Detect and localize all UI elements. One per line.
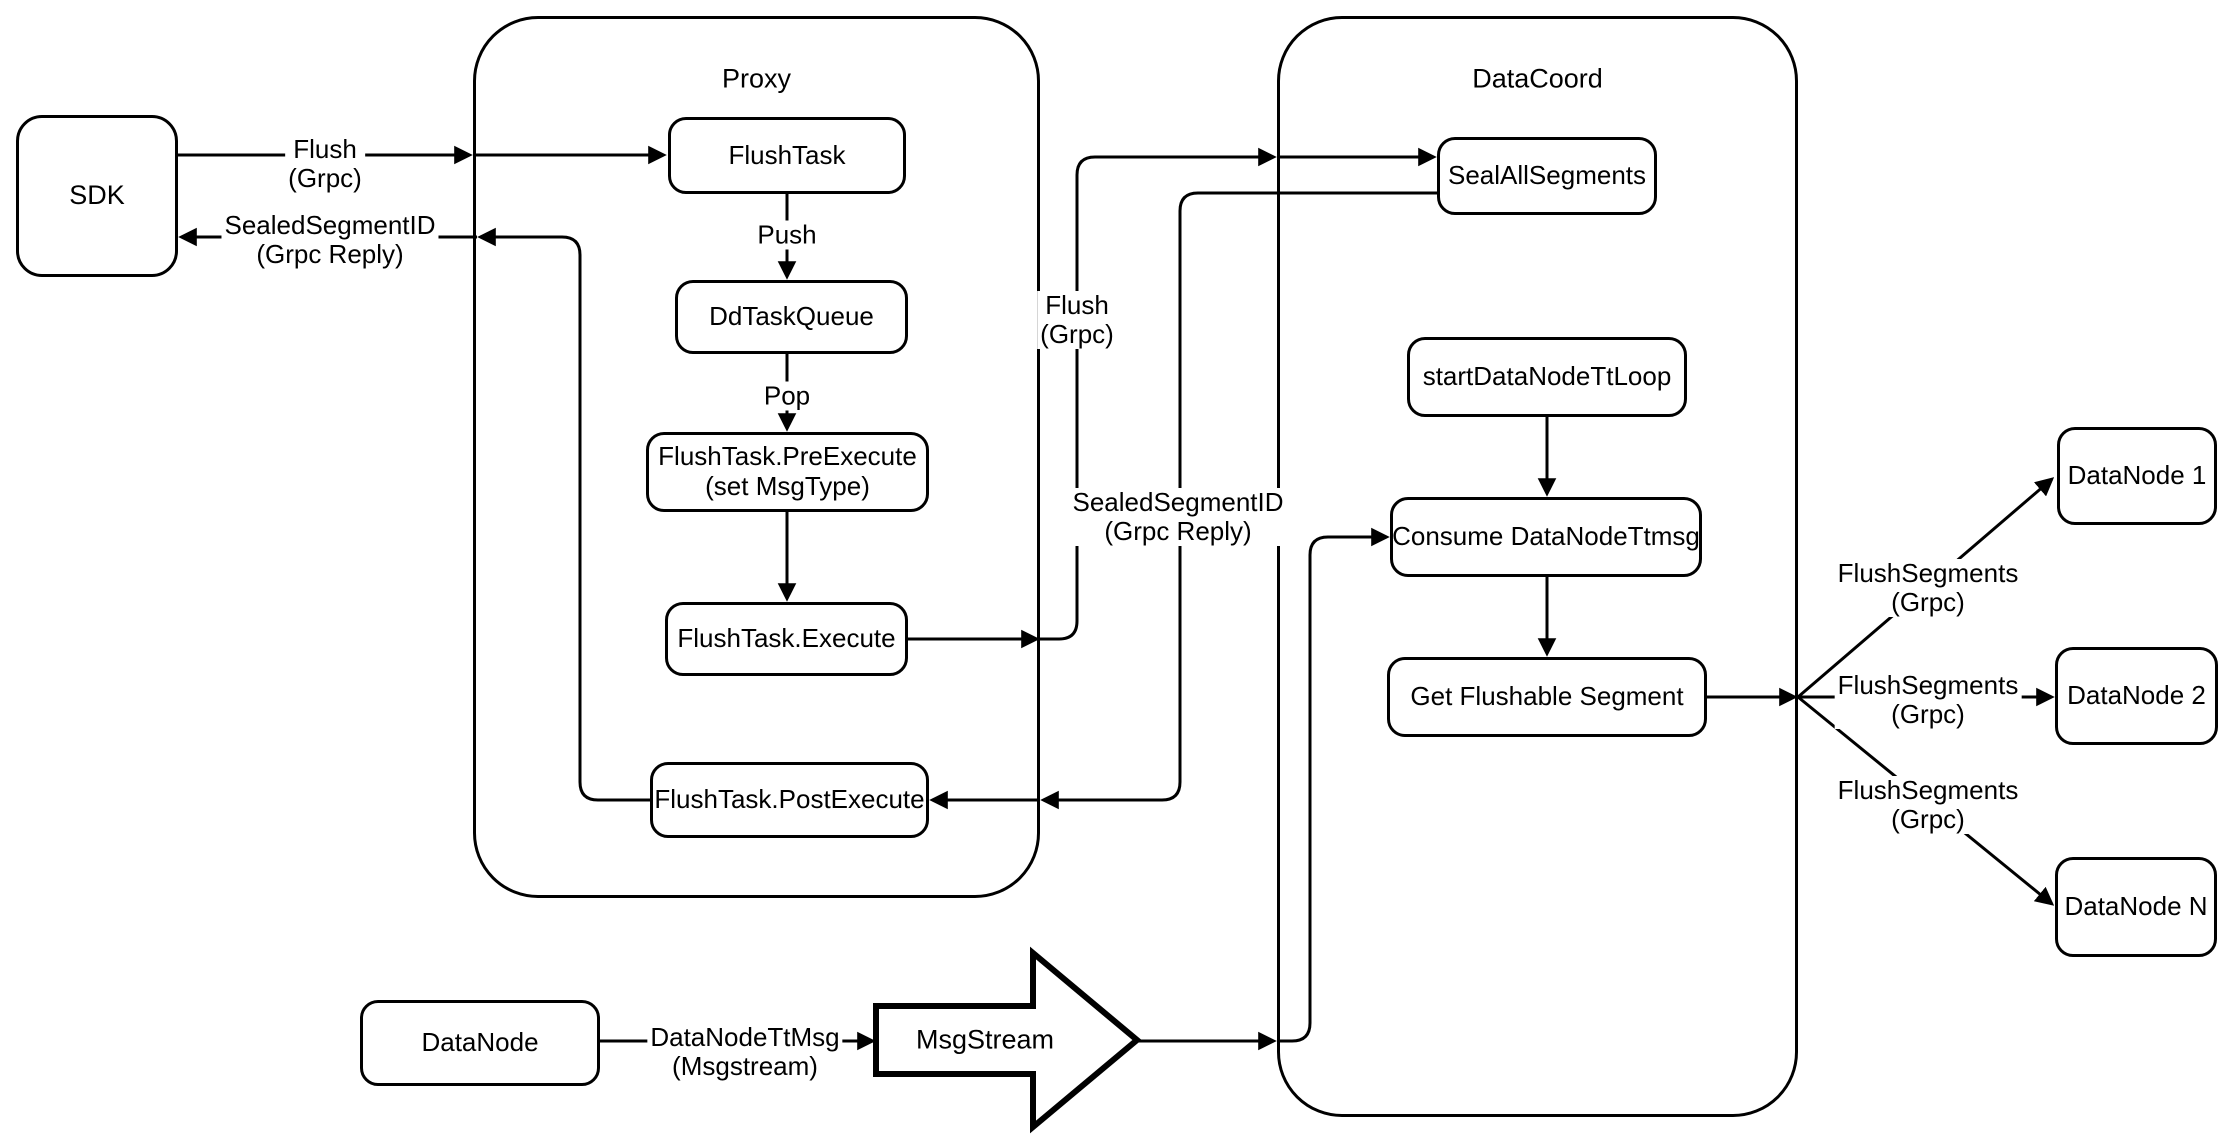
proxy-title: Proxy xyxy=(721,63,792,94)
label-proxy-flush-grpc: Flush (Grpc) xyxy=(1037,291,1117,349)
msgstream-arrow-shape xyxy=(873,946,1142,1134)
node-startdatanodettloop: startDataNodeTtLoop xyxy=(1407,337,1687,417)
node-flushtask: FlushTask xyxy=(668,117,906,194)
node-sdk-label: SDK xyxy=(69,180,125,211)
node-flushtask-postexecute: FlushTask.PostExecute xyxy=(650,762,929,838)
node-preexecute-line2: (set MsgType) xyxy=(705,471,870,501)
node-consume-datanodettmsg: Consume DataNodeTtmsg xyxy=(1390,497,1702,577)
node-execute-label: FlushTask.Execute xyxy=(677,623,896,654)
node-startdatanodettloop-label: startDataNodeTtLoop xyxy=(1422,361,1672,392)
datacoord-container: DataCoord xyxy=(1277,16,1798,1117)
datacoord-title: DataCoord xyxy=(1472,63,1603,94)
edge-postexecute-to-proxy-edge xyxy=(477,227,650,802)
edge-msgstream-to-consume xyxy=(1277,527,1390,1043)
label-flushsegments-3: FlushSegments (Grpc) xyxy=(1834,776,2022,834)
node-get-flushable-segment: Get Flushable Segment xyxy=(1387,657,1707,737)
label-flush-grpc: Flush (Grpc) xyxy=(285,135,365,193)
node-datanoden-label: DataNode N xyxy=(2064,891,2208,922)
node-getflushable-label: Get Flushable Segment xyxy=(1410,681,1684,712)
node-flushtask-preexecute: FlushTask.PreExecute (set MsgType) xyxy=(646,432,929,512)
label-push: Push xyxy=(754,220,820,250)
edge-flush-to-datacoord-edge xyxy=(1040,147,1277,641)
node-postexecute-label: FlushTask.PostExecute xyxy=(654,784,925,815)
node-datanode: DataNode xyxy=(360,1000,600,1086)
label-pop: Pop xyxy=(760,381,814,411)
label-sealedsegmentid-reply: SealedSegmentID (Grpc Reply) xyxy=(221,211,439,269)
msgstream-label: MsgStream xyxy=(915,1024,1055,1055)
label-proxy-sealedsegmentid-reply: SealedSegmentID (Grpc Reply) xyxy=(1069,488,1287,546)
label-flushsegments-2: FlushSegments (Grpc) xyxy=(1834,671,2022,729)
label-datanodettmsg: DataNodeTtMsg (Msgstream) xyxy=(647,1023,843,1081)
node-consume-label: Consume DataNodeTtmsg xyxy=(1392,521,1700,552)
node-datanode1-label: DataNode 1 xyxy=(2067,460,2207,491)
node-preexecute-line1: FlushTask.PreExecute xyxy=(658,441,917,472)
node-flushtask-label: FlushTask xyxy=(728,139,846,170)
node-sealallsegments: SealAllSegments xyxy=(1437,137,1657,215)
node-datanode-n: DataNode N xyxy=(2055,857,2217,957)
proxy-container: Proxy xyxy=(473,16,1040,898)
node-flushtask-execute: FlushTask.Execute xyxy=(665,602,908,676)
label-flushsegments-1: FlushSegments (Grpc) xyxy=(1834,559,2022,617)
node-sealallsegments-label: SealAllSegments xyxy=(1448,160,1646,191)
node-ddtaskqueue: DdTaskQueue xyxy=(675,280,908,354)
node-ddtaskqueue-label: DdTaskQueue xyxy=(709,301,874,332)
node-datanode-2: DataNode 2 xyxy=(2055,647,2218,745)
node-sdk: SDK xyxy=(16,115,178,277)
node-datanode-1: DataNode 1 xyxy=(2057,427,2217,525)
node-datanode2-label: DataNode 2 xyxy=(2067,680,2206,711)
node-datanode-label: DataNode xyxy=(421,1027,539,1058)
